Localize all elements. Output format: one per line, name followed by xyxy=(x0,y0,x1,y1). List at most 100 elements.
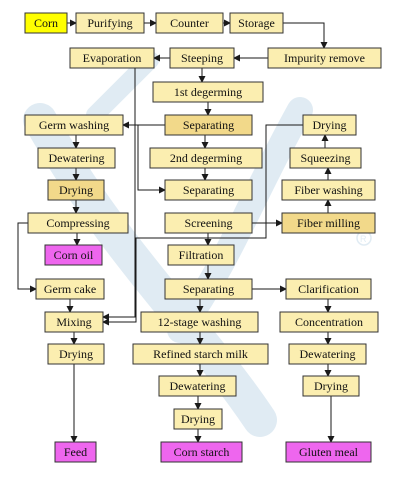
drying-feed-node: Drying xyxy=(47,343,105,365)
feed-box xyxy=(54,441,97,463)
dewatering-starch-label: Dewatering xyxy=(170,379,226,393)
steeping-box xyxy=(169,47,235,69)
steeping-node: Steeping xyxy=(169,47,235,69)
drying-starch-label: Drying xyxy=(181,412,215,426)
compressing-node: Compressing xyxy=(27,212,129,234)
compressing-box xyxy=(27,212,129,234)
corn-node: Corn xyxy=(24,12,68,34)
dewatering-germ-node: Dewatering xyxy=(37,147,116,169)
clarification-box xyxy=(285,278,372,300)
separating-1-node: Separating xyxy=(164,114,253,136)
watermark-logo: R xyxy=(23,51,372,437)
corn-starch-box xyxy=(160,441,243,463)
flow-arrow-28 xyxy=(102,124,303,326)
mixing-box xyxy=(44,311,104,333)
separating-2-label: Separating xyxy=(183,183,234,197)
corn-starch-node: Corn starch xyxy=(160,441,243,463)
fiber-milling-box xyxy=(281,212,376,234)
drying-gluten-label: Drying xyxy=(314,379,348,393)
second-degerming-label: 2nd degerming xyxy=(170,151,242,165)
drying-fiber-node: Drying xyxy=(302,114,357,136)
separating-3-node: Separating xyxy=(164,278,253,300)
refined-starch-milk-label: Refined starch milk xyxy=(153,347,248,361)
drying-fiber-label: Drying xyxy=(313,118,347,132)
fiber-milling-label: Fiber milling xyxy=(297,216,360,230)
screening-node: Screening xyxy=(164,212,253,234)
concentration-label: Concentration xyxy=(295,315,363,329)
screening-box xyxy=(164,212,253,234)
purifying-label: Purifying xyxy=(87,16,132,30)
drying-feed-box xyxy=(47,343,105,365)
evaporation-label: Evaporation xyxy=(83,51,142,65)
separating-2-node: Separating xyxy=(164,179,253,201)
mixing-label: Mixing xyxy=(56,315,91,329)
drying-gluten-box xyxy=(302,375,360,397)
filtration-label: Filtration xyxy=(179,248,224,262)
first-degerming-label: 1st degerming xyxy=(174,85,242,99)
evaporation-box xyxy=(69,47,155,69)
compressing-label: Compressing xyxy=(46,216,109,230)
germ-cake-box xyxy=(35,278,105,300)
impurity-remove-node: Impurity remove xyxy=(267,47,382,69)
corn-oil-node: Corn oil xyxy=(44,244,103,266)
flow-arrow-17 xyxy=(17,222,37,293)
separating-1-box xyxy=(164,114,253,136)
squeezing-box xyxy=(289,147,362,169)
stage-washing-label: 12-stage washing xyxy=(158,315,242,329)
flow-arrow-12 xyxy=(137,125,166,194)
corn-starch-label: Corn starch xyxy=(174,445,230,459)
filtration-node: Filtration xyxy=(167,244,235,266)
squeezing-node: Squeezing xyxy=(289,147,362,169)
concentration-box xyxy=(279,311,379,333)
counter-label: Counter xyxy=(170,16,209,30)
storage-node: Storage xyxy=(229,12,284,34)
corn-oil-label: Corn oil xyxy=(54,248,94,262)
drying-germ-node: Drying xyxy=(47,179,105,201)
corn-oil-box xyxy=(44,244,103,266)
fiber-washing-node: Fiber washing xyxy=(281,179,376,201)
germ-washing-label: Germ washing xyxy=(39,118,109,132)
drying-fiber-box xyxy=(302,114,357,136)
feed-label: Feed xyxy=(64,445,87,459)
clarification-node: Clarification xyxy=(285,278,372,300)
separating-1-label: Separating xyxy=(183,118,234,132)
first-degerming-box xyxy=(152,81,264,103)
counter-node: Counter xyxy=(155,12,224,34)
squeezing-label: Squeezing xyxy=(301,151,351,165)
flow-arrow-4 xyxy=(283,22,328,49)
separating-3-box xyxy=(164,278,253,300)
refined-starch-milk-node: Refined starch milk xyxy=(132,343,269,365)
feed-node: Feed xyxy=(54,441,97,463)
concentration-node: Concentration xyxy=(279,311,379,333)
drying-gluten-node: Drying xyxy=(302,375,360,397)
drying-starch-node: Drying xyxy=(173,408,223,430)
second-degerming-node: 2nd degerming xyxy=(149,147,263,169)
stage-washing-box xyxy=(140,311,259,333)
clarification-label: Clarification xyxy=(298,282,359,296)
mixing-node: Mixing xyxy=(44,311,104,333)
separating-2-box xyxy=(164,179,253,201)
counter-box xyxy=(155,12,224,34)
drying-germ-label: Drying xyxy=(59,183,93,197)
dewatering-starch-box xyxy=(158,375,237,397)
fiber-milling-node: Fiber milling xyxy=(281,212,376,234)
filtration-box xyxy=(167,244,235,266)
svg-text:R: R xyxy=(360,234,367,244)
steeping-label: Steeping xyxy=(181,51,223,65)
fiber-washing-box xyxy=(281,179,376,201)
impurity-remove-label: Impurity remove xyxy=(284,51,365,65)
gluten-meal-box xyxy=(285,441,372,463)
drying-germ-box xyxy=(47,179,105,201)
dewatering-germ-box xyxy=(37,147,116,169)
first-degerming-node: 1st degerming xyxy=(152,81,264,103)
germ-cake-label: Germ cake xyxy=(44,282,96,296)
germ-cake-node: Germ cake xyxy=(35,278,105,300)
stage-washing-node: 12-stage washing xyxy=(140,311,259,333)
gluten-meal-node: Gluten meal xyxy=(285,441,372,463)
impurity-remove-box xyxy=(267,47,382,69)
evaporation-node: Evaporation xyxy=(69,47,155,69)
purifying-node: Purifying xyxy=(75,12,145,34)
germ-washing-node: Germ washing xyxy=(24,114,124,136)
